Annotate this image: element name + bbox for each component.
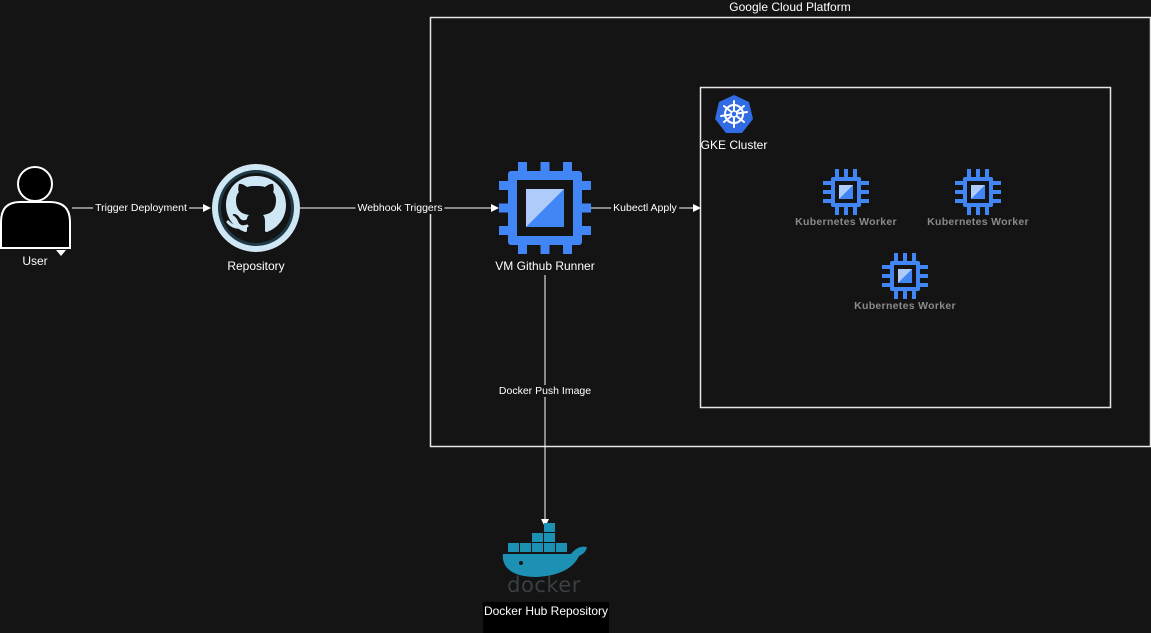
worker-3-icon [882, 253, 928, 299]
edge-label-docker-push: Docker Push Image [496, 385, 594, 397]
runner-label: VM Github Runner [495, 259, 595, 273]
user-label: User [22, 254, 48, 268]
docker-logo-text: docker [507, 573, 581, 597]
docker-hub-label: Docker Hub Repository [483, 604, 609, 618]
github-icon [212, 164, 300, 252]
gcp-label: Google Cloud Platform [729, 0, 851, 14]
edge-label-webhook: Webhook Triggers [355, 202, 445, 214]
compute-engine-icon [499, 162, 591, 254]
edge-label-trigger: Trigger Deployment [93, 202, 189, 214]
gke-cluster-label: GKE Cluster [700, 138, 768, 152]
repository-label: Repository [227, 259, 285, 273]
worker-1-label: Kubernetes Worker [795, 216, 897, 228]
docker-caption-background [483, 602, 609, 633]
worker-2-label: Kubernetes Worker [927, 216, 1029, 228]
edge-label-kubectl: Kubectl Apply [611, 202, 679, 214]
docker-whale-icon [502, 523, 587, 577]
worker-1-icon [823, 169, 869, 215]
gke-cluster-boundary [699, 86, 1112, 409]
person-icon [0, 166, 71, 256]
kubernetes-icon [715, 95, 753, 133]
worker-3-label: Kubernetes Worker [854, 300, 956, 312]
worker-2-icon [955, 169, 1001, 215]
